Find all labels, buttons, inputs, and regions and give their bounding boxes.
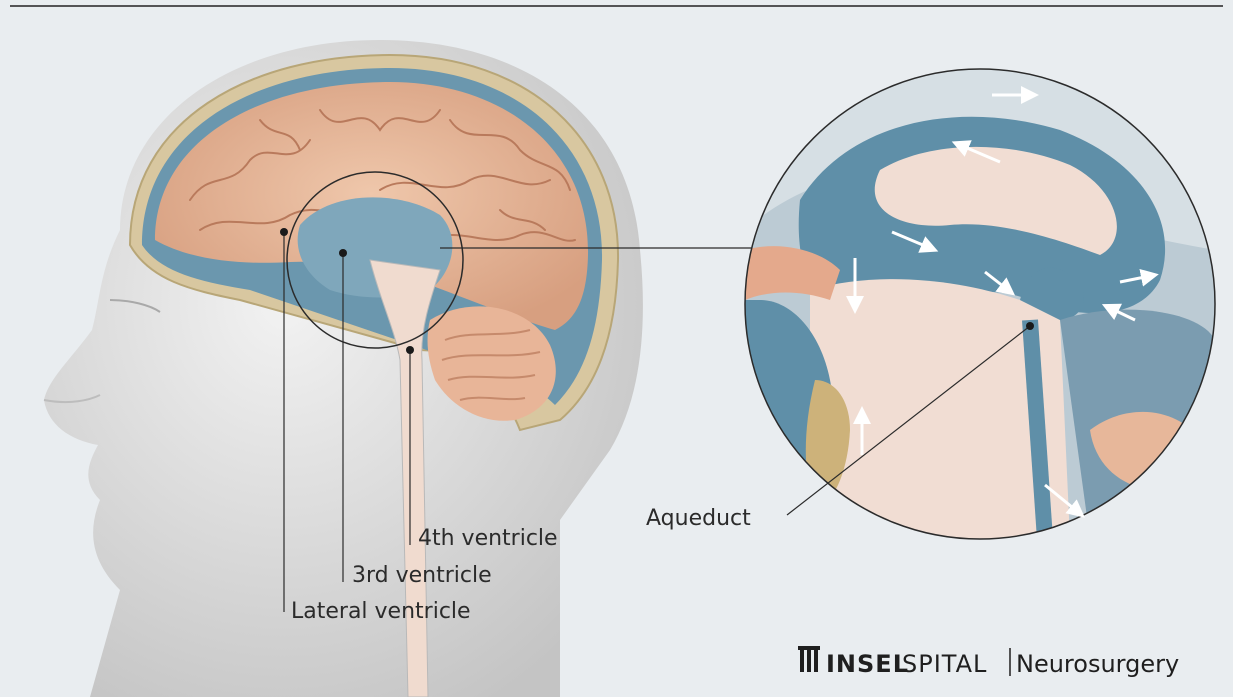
third-ventricle-label: 3rd ventricle: [352, 563, 492, 588]
aqueduct-pointer-dot: [1026, 322, 1034, 330]
zoom-detail: [745, 69, 1215, 539]
fourth-ventricle-label: 4th ventricle: [418, 526, 558, 551]
logo-mark-icon: [798, 646, 820, 672]
logo-brand-bold: INSEL: [826, 650, 909, 678]
lateral-ventricle-label: Lateral ventricle: [291, 599, 471, 624]
lateral-ventricle-dot: [280, 228, 288, 236]
logo-brand-regular: SPITAL: [902, 650, 987, 678]
third-ventricle-dot: [339, 249, 347, 257]
logo-department: Neurosurgery: [1016, 650, 1179, 678]
fourth-ventricle-dot: [406, 346, 414, 354]
aqueduct-label: Aqueduct: [646, 506, 751, 531]
